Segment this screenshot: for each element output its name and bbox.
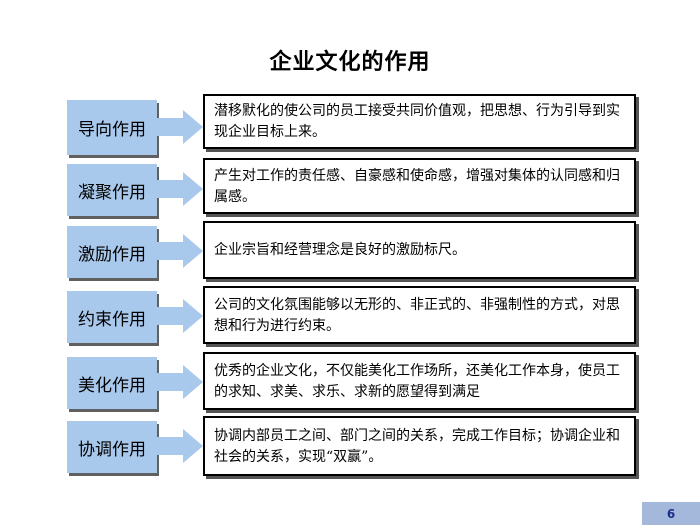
arrow-right-icon xyxy=(157,172,203,206)
desc-constraint: 公司的文化氛围能够以无形的、非正式的、非强制性的方式，对思想和行为进行约束。 xyxy=(214,296,620,334)
page-number-badge: 6 xyxy=(642,502,700,525)
arrow-right-icon xyxy=(157,110,203,144)
label-guidance: 导向作用 xyxy=(78,120,146,140)
desc-box-cohesion: 产生对工作的责任感、自豪感和使命感，增强对集体的认同感和归属感。 xyxy=(203,158,636,214)
label-box-constraint: 约束作用 xyxy=(67,291,157,343)
desc-box-motivation: 企业宗旨和经营理念是良好的激励标尺。 xyxy=(203,221,636,279)
arrow-right-icon xyxy=(157,299,203,333)
arrow-right-icon xyxy=(157,429,203,463)
desc-coordination: 协调内部员工之间、部门之间的关系，完成工作目标；协调企业和社会的关系，实现“双赢… xyxy=(214,427,620,465)
page-number: 6 xyxy=(666,506,676,521)
desc-cohesion: 产生对工作的责任感、自豪感和使命感，增强对集体的认同感和归属感。 xyxy=(214,167,620,205)
desc-box-beautify: 优秀的企业文化，不仅能美化工作场所，还美化工作本身，使员工的求知、求美、求乐、求… xyxy=(203,352,636,410)
label-box-cohesion: 凝聚作用 xyxy=(67,164,157,216)
label-box-motivation: 激励作用 xyxy=(67,226,157,278)
label-box-guidance: 导向作用 xyxy=(67,100,157,155)
slide-title: 企业文化的作用 xyxy=(269,50,431,75)
label-coordination: 协调作用 xyxy=(78,439,146,460)
label-cohesion: 凝聚作用 xyxy=(78,182,146,203)
desc-box-guidance: 潜移默化的使公司的员工接受共同价值观，把思想、行为引导到实现企业目标上来。 xyxy=(203,94,636,149)
arrow-right-icon xyxy=(157,234,203,268)
label-constraint: 约束作用 xyxy=(78,309,146,330)
label-motivation: 激励作用 xyxy=(78,244,146,265)
desc-motivation: 企业宗旨和经营理念是良好的激励标尺。 xyxy=(214,242,466,258)
label-beautify: 美化作用 xyxy=(78,375,146,396)
desc-guidance: 潜移默化的使公司的员工接受共同价值观，把思想、行为引导到实现企业目标上来。 xyxy=(214,103,620,140)
label-box-beautify: 美化作用 xyxy=(67,357,157,409)
arrow-right-icon xyxy=(157,365,203,399)
desc-beautify: 优秀的企业文化，不仅能美化工作场所，还美化工作本身，使员工的求知、求美、求乐、求… xyxy=(214,362,620,400)
desc-box-constraint: 公司的文化氛围能够以无形的、非正式的、非强制性的方式，对思想和行为进行约束。 xyxy=(203,286,636,344)
desc-box-coordination: 协调内部员工之间、部门之间的关系，完成工作目标；协调企业和社会的关系，实现“双赢… xyxy=(203,416,636,476)
label-box-coordination: 协调作用 xyxy=(67,421,157,473)
